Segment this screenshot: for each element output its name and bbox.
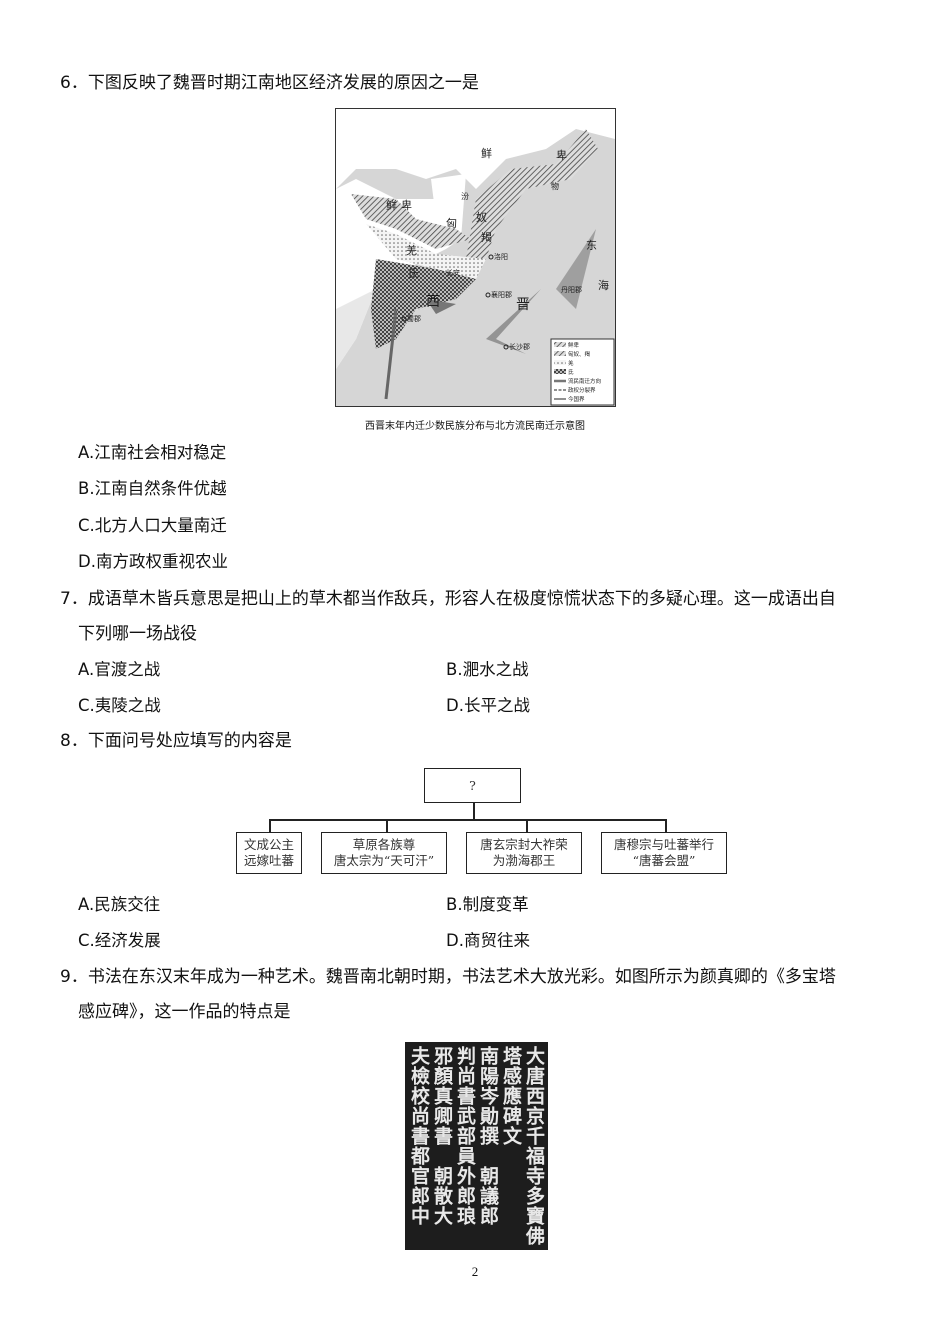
diagram-box: 文成公主远嫁吐蕃 — [236, 832, 302, 874]
question-number: 6． — [60, 73, 88, 93]
question-text: 下图反映了魏晋时期江南地区经济发展的原因之一是 — [87, 73, 479, 93]
option-c[interactable]: C.北方人口大量南迁 — [78, 516, 227, 535]
option-d[interactable]: D.商贸往来 — [446, 931, 530, 950]
option-a[interactable]: A.官渡之战 — [78, 660, 161, 679]
option-c[interactable]: C.经济发展 — [78, 931, 161, 950]
option-d[interactable]: D.长平之战 — [446, 696, 530, 715]
map-label: 鲜 — [481, 146, 492, 160]
map-label: 匈 — [446, 216, 457, 230]
legend-entry: 羌 — [568, 359, 574, 367]
map-graphic: 鲜 卑 鲜 卑 匈 奴 羯 羌 氐 西 晋 东 海 物 汾 洛阳 长安 襄阳郡 … — [336, 109, 615, 406]
map-label: 丹阳郡 — [561, 285, 582, 294]
option-b[interactable]: B.制度变革 — [446, 895, 529, 914]
map-label: 羌 — [406, 244, 417, 257]
legend-entry: 氐 — [568, 368, 574, 376]
map-label: 卑 — [556, 148, 567, 162]
question-6: 6．下图反映了魏晋时期江南地区经济发展的原因之一是 — [60, 73, 479, 93]
calligraphy-rubbing: 大唐西京千福寺多寶佛 塔感應碑文 南陽岑勛撰 朝議郎 判尚書武部員外郎琅 邪顏真… — [405, 1042, 548, 1250]
map-label: 长沙郡 — [509, 342, 530, 351]
page-number: 2 — [471, 1264, 479, 1279]
question-7: 7．成语草木皆兵意思是把山上的草木都当作敌兵，形容人在极度惊慌状态下的多疑心理。… — [60, 589, 836, 609]
option-d[interactable]: D.南方政权重视农业 — [78, 552, 228, 571]
map-label: 晋 — [516, 297, 530, 313]
option-a[interactable]: A.江南社会相对稳定 — [78, 443, 227, 462]
migration-map: 鲜 卑 鲜 卑 匈 奴 羯 羌 氐 西 晋 东 海 物 汾 洛阳 长安 襄阳郡 … — [335, 108, 616, 407]
map-label: 鲜 — [386, 198, 397, 212]
map-label: 东 — [586, 239, 597, 252]
legend-entry: 匈奴、羯 — [568, 350, 591, 358]
option-b[interactable]: B.淝水之战 — [446, 660, 529, 679]
map-label: 洛阳 — [494, 252, 508, 261]
option-b[interactable]: B.江南自然条件优越 — [78, 479, 227, 498]
map-legend: 鲜卑 匈奴、羯 羌 氐 流民南迁方向 政权分裂界 今国界 — [550, 338, 615, 406]
relationship-diagram: ? 文成公主远嫁吐蕃 草原各族尊唐太宗为“天可汗” 唐玄宗封大祚荣为渤海郡王 唐… — [233, 764, 729, 876]
legend-entry: 今国界 — [568, 395, 585, 403]
map-label: 西 — [426, 294, 440, 310]
map-label: 长安 — [446, 268, 460, 277]
map-label: 汾 — [461, 191, 469, 201]
legend-entry: 政权分裂界 — [568, 386, 596, 394]
legend-entry: 鲜卑 — [568, 341, 580, 349]
legend-entry: 流民南迁方向 — [568, 377, 601, 385]
calligraphy-column: 判尚書武部員外郎琅 — [454, 1046, 476, 1226]
map-label: 蜀郡 — [407, 315, 421, 323]
option-c[interactable]: C.夷陵之战 — [78, 696, 161, 715]
figure-caption: 西晋末年内迁少数民族分布与北方流民南迁示意图 — [365, 421, 585, 432]
map-label: 氐 — [408, 267, 419, 280]
calligraphy-column: 塔感應碑文 — [500, 1046, 522, 1206]
map-label: 奴 — [476, 210, 487, 224]
question-9-continued: 感应碑》，这一作品的特点是 — [78, 1002, 291, 1022]
diagram-box: 唐穆宗与吐蕃举行“唐蕃会盟” — [601, 832, 727, 874]
diagram-top-box: ? — [424, 768, 521, 803]
calligraphy-column: 大唐西京千福寺多寶佛 — [523, 1046, 545, 1246]
map-label: 海 — [598, 278, 609, 292]
question-9: 9．书法在东汉末年成为一种艺术。魏晋南北朝时期，书法艺术大放光彩。如图所示为颜真… — [60, 967, 836, 987]
map-label: 襄阳郡 — [491, 290, 512, 299]
calligraphy-column: 南陽岑勛撰 朝議郎 — [477, 1046, 499, 1226]
diagram-box: 唐玄宗封大祚荣为渤海郡王 — [466, 832, 582, 874]
diagram-box: 草原各族尊唐太宗为“天可汗” — [321, 832, 447, 874]
option-a[interactable]: A.民族交往 — [78, 895, 161, 914]
question-7-continued: 下列哪一场战役 — [78, 624, 197, 644]
map-label: 卑 — [401, 198, 412, 212]
question-8: 8．下面问号处应填写的内容是 — [60, 731, 292, 751]
map-label: 羯 — [481, 230, 492, 244]
calligraphy-column: 夫檢校尚書都官郎中 — [408, 1046, 430, 1226]
map-label: 物 — [551, 181, 559, 191]
calligraphy-column: 邪顏真卿書 朝散大 — [431, 1046, 453, 1226]
